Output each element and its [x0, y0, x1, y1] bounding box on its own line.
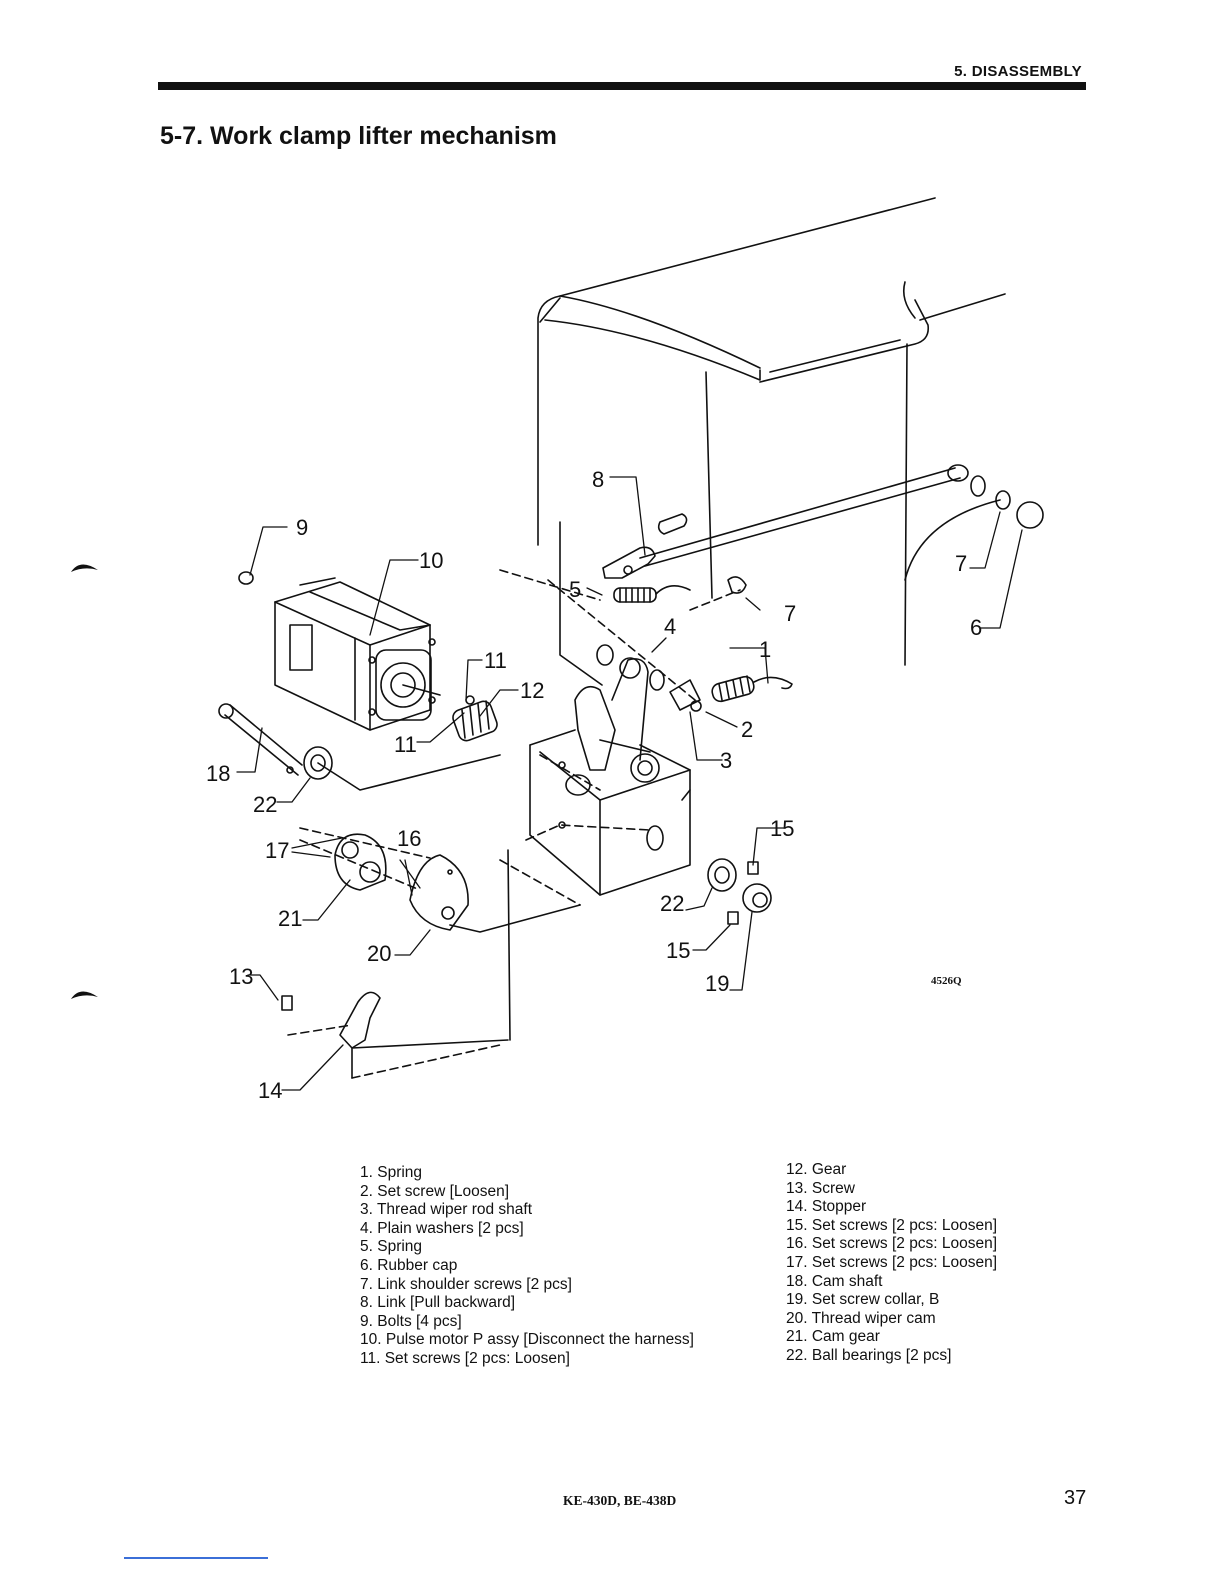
- gear-12: [452, 695, 498, 742]
- parts-list-item: 14. Stopper: [786, 1198, 867, 1216]
- bottom-rule: [124, 1557, 268, 1559]
- callout-11b: 11: [394, 732, 417, 757]
- footer-model: KE-430D, BE-438D: [563, 1493, 677, 1508]
- set-screw-collar: [727, 861, 772, 925]
- callout-3: 3: [720, 748, 732, 773]
- callout-17: 17: [265, 838, 289, 863]
- callout-18: 18: [206, 761, 230, 786]
- parts-list-item: 9. Bolts [4 pcs]: [360, 1312, 462, 1330]
- parts-list-item: 4. Plain washers [2 pcs]: [360, 1219, 524, 1237]
- callout-12: 12: [520, 678, 544, 703]
- parts-list-right: 12. Gear 13. Screw 14. Stopper 15. Set s…: [786, 1161, 997, 1366]
- spring-1: [711, 675, 793, 703]
- figure-code: 4526Q: [931, 975, 962, 987]
- link-rod: [639, 464, 1044, 567]
- callout-4: 4: [664, 614, 676, 639]
- callout-15b: 15: [666, 938, 690, 963]
- callout-7b: 7: [784, 601, 796, 626]
- callout-21: 21: [278, 906, 302, 931]
- parts-list-item: 18. Cam shaft: [786, 1272, 883, 1290]
- callout-22b: 22: [660, 891, 684, 916]
- parts-list-item: 5. Spring: [360, 1238, 423, 1256]
- page-number: 37: [1064, 1487, 1087, 1509]
- callout-8: 8: [592, 467, 604, 492]
- leader-lines: [236, 476, 1023, 1091]
- pulse-motor: [238, 571, 441, 731]
- callout-14: 14: [258, 1078, 282, 1103]
- parts-list-item: 20. Thread wiper cam: [786, 1309, 936, 1327]
- callout-5: 5: [569, 577, 581, 602]
- parts-list-item: 2. Set screw [Loosen]: [360, 1182, 510, 1200]
- cam-shaft: [218, 703, 303, 776]
- parts-list-item: 7. Link shoulder screws [2 pcs]: [360, 1275, 572, 1293]
- spring-5: [613, 585, 691, 603]
- binder-hole-mark: [71, 991, 98, 999]
- callout-22a: 22: [253, 792, 277, 817]
- link-shoulder-screw: [727, 576, 747, 594]
- cam-gear: [334, 833, 387, 891]
- parts-list-item: 6. Rubber cap: [360, 1256, 458, 1274]
- callout-6: 6: [970, 615, 982, 640]
- parts-list-item: 16. Set screws [2 pcs: Loosen]: [786, 1235, 998, 1253]
- callout-numbers: 1 2 3 4 5 6 7 7 8 9 10 11 11 12 13 14 15…: [206, 467, 982, 1103]
- lifter-frame: [351, 521, 691, 1079]
- ball-bearings: [303, 746, 737, 892]
- binder-hole-mark: [71, 564, 98, 572]
- parts-list-item: 22. Ball bearings [2 pcs]: [786, 1346, 952, 1364]
- callout-2: 2: [741, 717, 753, 742]
- callout-16: 16: [397, 826, 421, 851]
- header-rule: [158, 82, 1086, 90]
- parts-list-item: 1. Spring: [360, 1164, 423, 1181]
- callout-20: 20: [367, 941, 391, 966]
- parts-list-item: 8. Link [Pull backward]: [360, 1294, 516, 1312]
- thread-wiper-rod-shaft: [669, 679, 702, 712]
- parts-list-item: 10. Pulse motor P assy [Disconnect the h…: [360, 1331, 694, 1349]
- callout-10: 10: [419, 548, 443, 573]
- parts-list-left: 1. Spring 2. Set screw [Loosen] 3. Threa…: [360, 1164, 694, 1369]
- parts-list-item: 13. Screw: [786, 1179, 855, 1197]
- parts-list-item: 19. Set screw collar, B: [786, 1291, 940, 1309]
- callout-13: 13: [229, 964, 253, 989]
- callout-19: 19: [705, 971, 729, 996]
- callout-7a: 7: [955, 551, 967, 576]
- thread-wiper-cam: [409, 854, 581, 933]
- parts-list-item: 17. Set screws [2 pcs: Loosen]: [786, 1253, 998, 1271]
- parts-list-item: 3. Thread wiper rod shaft: [360, 1201, 533, 1219]
- running-header: 5. DISASSEMBLY: [954, 63, 1082, 80]
- stopper: [281, 991, 381, 1049]
- section-title: 5-7. Work clamp lifter mechanism: [160, 122, 557, 150]
- callout-11a: 11: [484, 648, 507, 673]
- parts-list-item: 11. Set screws [2 pcs: Loosen]: [360, 1349, 570, 1367]
- parts-list-item: 15. Set screws [2 pcs: Loosen]: [786, 1216, 998, 1234]
- parts-list-item: 21. Cam gear: [786, 1328, 880, 1346]
- parts-list-item: 12. Gear: [786, 1161, 847, 1178]
- callout-15a: 15: [770, 816, 794, 841]
- callout-9: 9: [296, 515, 308, 540]
- crank-lever: [574, 644, 665, 783]
- callout-1: 1: [759, 637, 771, 662]
- link-part: [602, 513, 688, 579]
- machine-arm-outline: [537, 197, 1006, 666]
